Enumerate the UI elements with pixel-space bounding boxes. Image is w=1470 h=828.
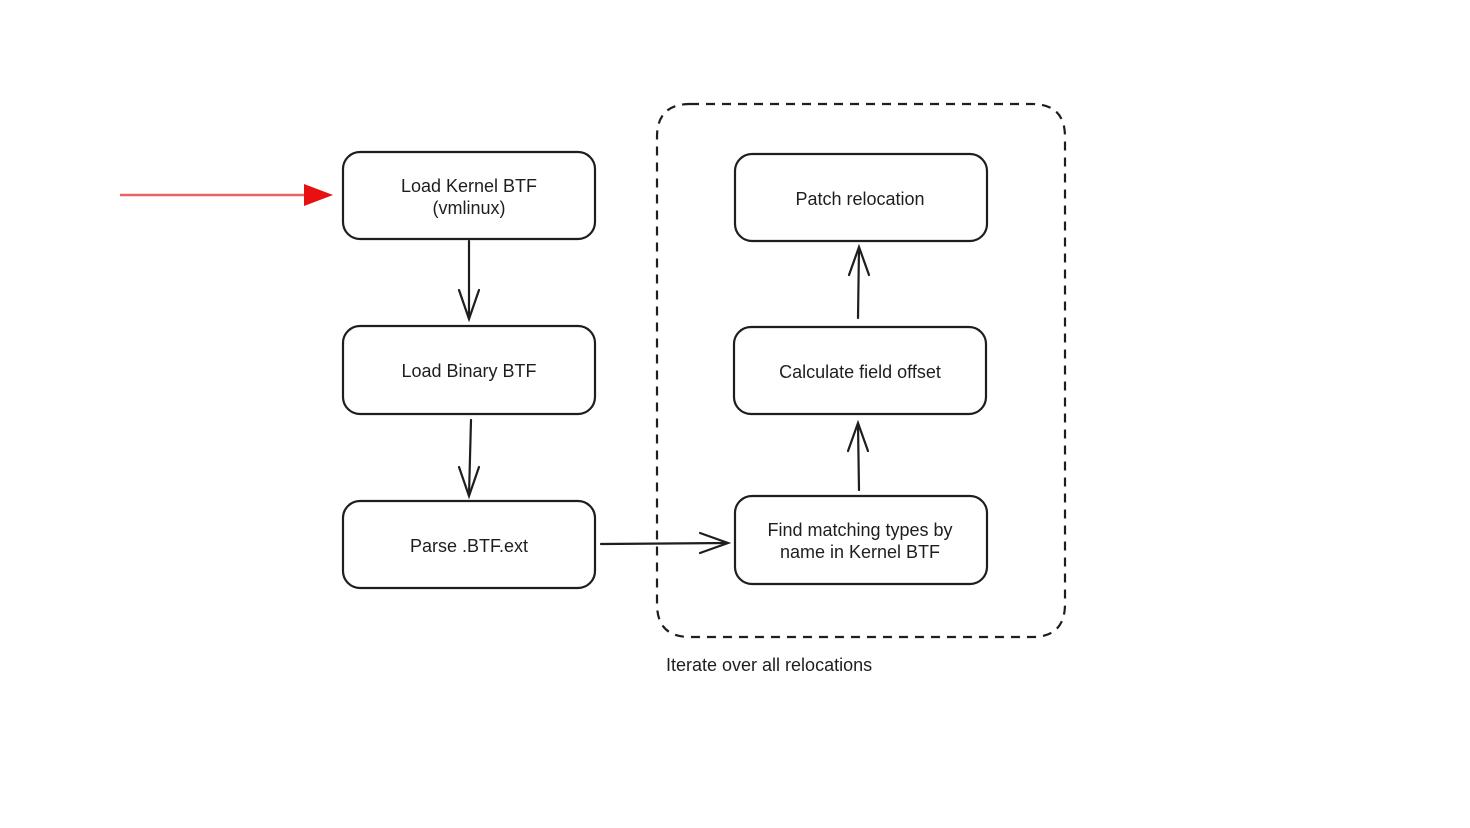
loop-group-caption: Iterate over all relocations <box>666 655 872 675</box>
node-parse-btf-ext-label: Parse .BTF.ext <box>410 536 528 556</box>
node-find-matching-types-line-1: Find matching types by <box>767 520 952 540</box>
node-load-kernel-btf-line-1: Load Kernel BTF <box>401 176 537 196</box>
entry-arrow <box>120 184 333 206</box>
arrow-find-to-calculate <box>846 419 870 492</box>
node-calculate-field-offset-label: Calculate field offset <box>779 362 941 382</box>
arrow-parse-to-find <box>599 531 732 555</box>
node-load-binary-btf: Load Binary BTF <box>341 324 597 416</box>
node-load-binary-btf-label: Load Binary BTF <box>401 361 536 381</box>
node-find-matching-types: Find matching types by name in Kernel BT… <box>733 494 989 586</box>
node-parse-btf-ext: Parse .BTF.ext <box>341 499 597 590</box>
loop-group-boundary <box>655 102 1067 639</box>
node-patch-relocation-label: Patch relocation <box>795 189 924 209</box>
node-load-kernel-btf-line-2: (vmlinux) <box>432 198 505 218</box>
arrow-kernel-to-binary <box>457 239 481 323</box>
node-find-matching-types-line-2: name in Kernel BTF <box>780 542 940 562</box>
arrow-calculate-to-patch <box>847 243 871 320</box>
arrow-binary-to-parse <box>457 418 481 500</box>
node-calculate-field-offset: Calculate field offset <box>732 325 988 416</box>
node-patch-relocation: Patch relocation <box>733 152 989 243</box>
node-load-kernel-btf: Load Kernel BTF (vmlinux) <box>341 150 597 241</box>
